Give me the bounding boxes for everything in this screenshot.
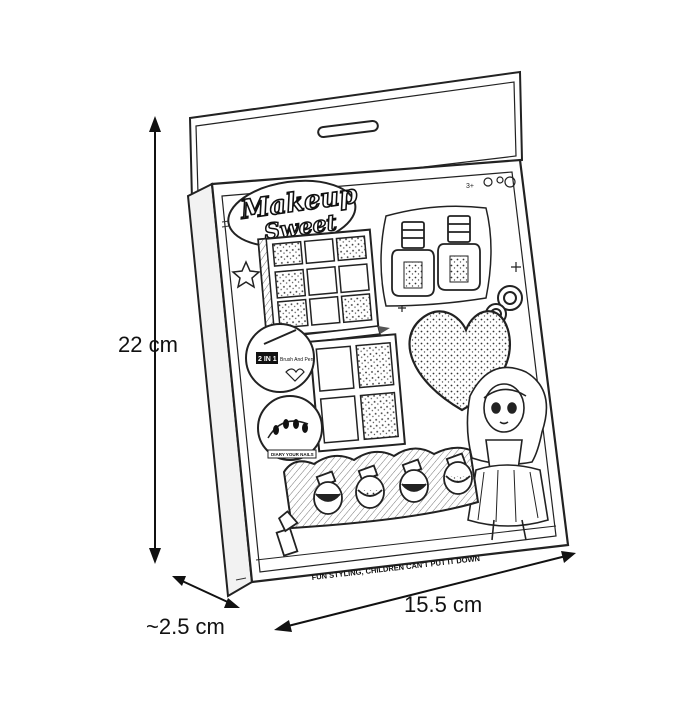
height-arrow [149,116,161,564]
girl-character [466,366,549,541]
badge-2in1-text: 2 IN 1 [258,356,277,363]
eyeshadow-palette-bottom [308,333,406,453]
nail-tip [355,464,385,509]
width-label: 15.5 cm [404,592,483,617]
brand-logo: Makeup Sweet [227,179,360,248]
badge-brush-pen-text: Brush And Pen [280,357,314,363]
lipstick-icon [275,510,299,557]
nail-polish-tray [380,205,492,307]
badge-2in1: 2 IN 1 Brush And Pen [245,323,315,393]
depth-label: ~2.5 cm [146,614,225,639]
nail-tips-tray [282,446,480,530]
width-arrow [274,551,576,632]
badge-nails-text: DIARY YOUR NAILS [271,452,314,457]
age-icons: 3+ [466,176,516,190]
star-icon [231,260,261,289]
nail-tip [399,458,429,503]
nail-polish-bottle [391,221,435,297]
eyeshadow-palette-top [257,228,380,339]
badge-nails: DIARY YOUR NAILS [257,395,323,461]
nail-tip [313,470,343,515]
height-label: 22 cm [118,332,178,357]
nail-polish-bottle [437,215,481,291]
depth-arrow [172,576,240,608]
nail-tip [443,452,473,495]
svg-text:3+: 3+ [466,183,474,190]
